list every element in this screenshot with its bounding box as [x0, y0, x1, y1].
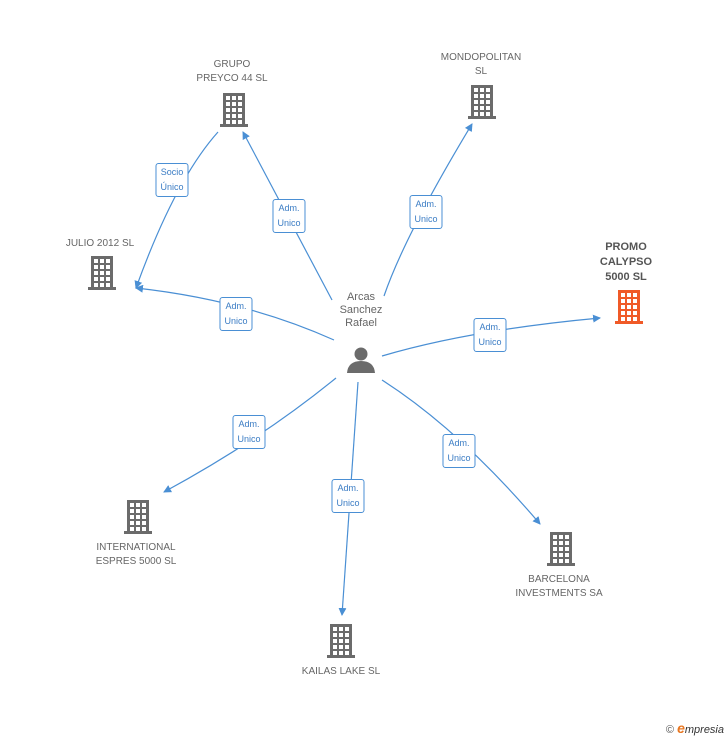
edge-label-center-intl[interactable]: Adm. Unico	[232, 415, 266, 449]
building-icon-julio[interactable]	[88, 256, 116, 290]
person-label[interactable]: Arcas Sanchez Rafael	[339, 291, 383, 329]
building-icon-promo[interactable]	[615, 290, 643, 324]
company-label-julio[interactable]: JULIO 2012 SL	[65, 238, 135, 249]
brand-logo-initial: e	[677, 720, 685, 736]
building-icon-grupo[interactable]	[220, 93, 248, 127]
building-icon-intl[interactable]	[124, 500, 152, 534]
company-label-promo[interactable]: PROMO CALYPSO 5000 SL	[599, 241, 653, 283]
company-label-kailas[interactable]: KAILAS LAKE SL	[301, 666, 381, 677]
edge-label-center-promo[interactable]: Adm. Unico	[473, 318, 507, 352]
company-label-mondo[interactable]: MONDOPOLITAN SL	[440, 52, 522, 77]
edge-grupo-julio	[134, 131, 219, 289]
edge-label-grupo-julio[interactable]: Socio Único	[155, 163, 189, 197]
brand-logo-text: mpresia	[684, 724, 724, 736]
edge-label-center-mondo[interactable]: Adm. Unico	[409, 195, 443, 229]
person-icon[interactable]	[347, 347, 375, 374]
edge-label-center-grupo[interactable]: Adm. Unico	[272, 199, 306, 233]
building-icon-barcelona[interactable]	[547, 532, 575, 566]
edge-label-center-barcelona[interactable]: Adm. Unico	[442, 434, 476, 468]
company-label-grupo[interactable]: GRUPO PREYCO 44 SL	[196, 59, 268, 84]
copyright-symbol: ©	[665, 724, 675, 736]
edge-label-center-kailas[interactable]: Adm. Unico	[331, 479, 365, 513]
building-icon-kailas[interactable]	[327, 624, 355, 658]
company-label-intl[interactable]: INTERNATIONAL ESPRES 5000 SL	[95, 542, 177, 567]
edge-label-center-julio[interactable]: Adm. Unico	[219, 297, 253, 331]
brand-footer: © empresia	[666, 720, 724, 736]
company-label-barcelona[interactable]: BARCELONA INVESTMENTS SA	[515, 574, 603, 599]
building-icon-mondo[interactable]	[468, 85, 496, 119]
